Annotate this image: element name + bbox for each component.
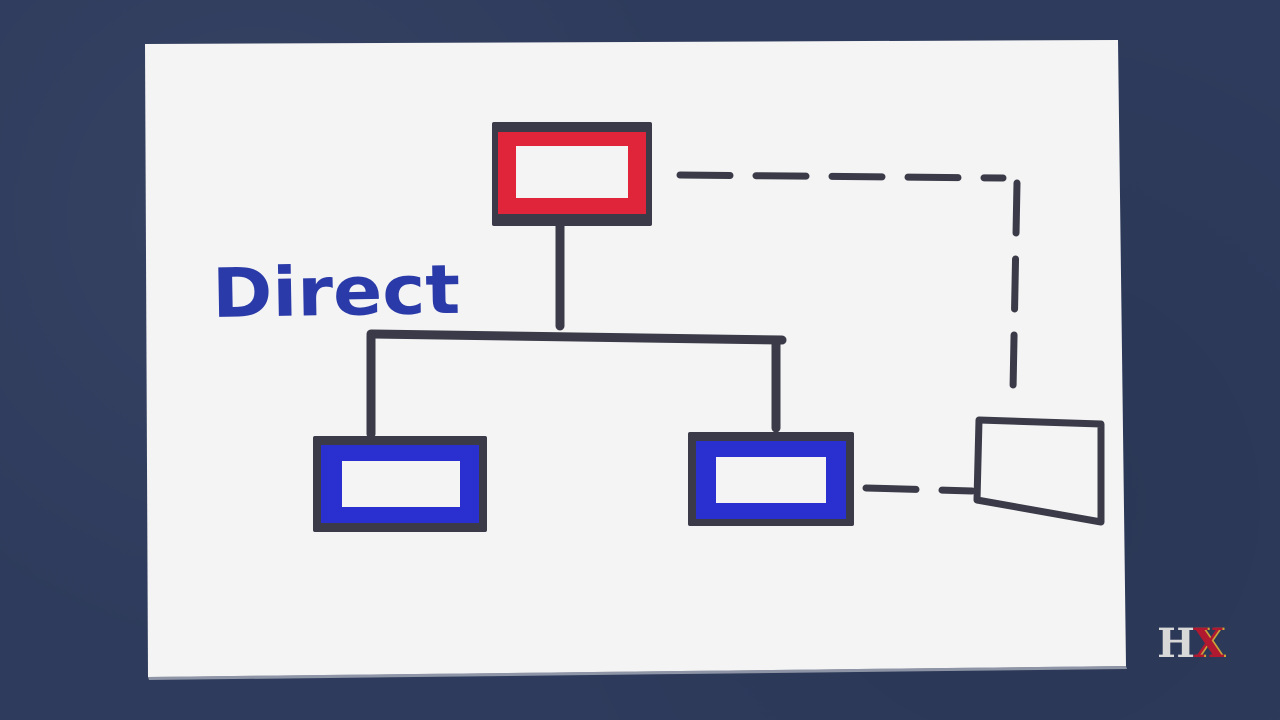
solid-connectors (366, 217, 787, 439)
connector-horizontal-bar (366, 329, 787, 345)
dashed-connectors (676, 171, 1021, 495)
logo-letter-x: X (1192, 620, 1224, 667)
dashed-bottom-horizontal (862, 484, 976, 495)
node-middle (688, 432, 854, 526)
logo-letter-h: H (1157, 620, 1195, 667)
node-left (313, 436, 487, 532)
paper-shadow-edge (148, 666, 1127, 680)
direct-label: Direct (211, 251, 460, 334)
dashed-top-horizontal (676, 171, 1007, 182)
node-outside (973, 416, 1105, 526)
dashed-right-vertical (1009, 179, 1021, 394)
node-top (492, 122, 652, 226)
